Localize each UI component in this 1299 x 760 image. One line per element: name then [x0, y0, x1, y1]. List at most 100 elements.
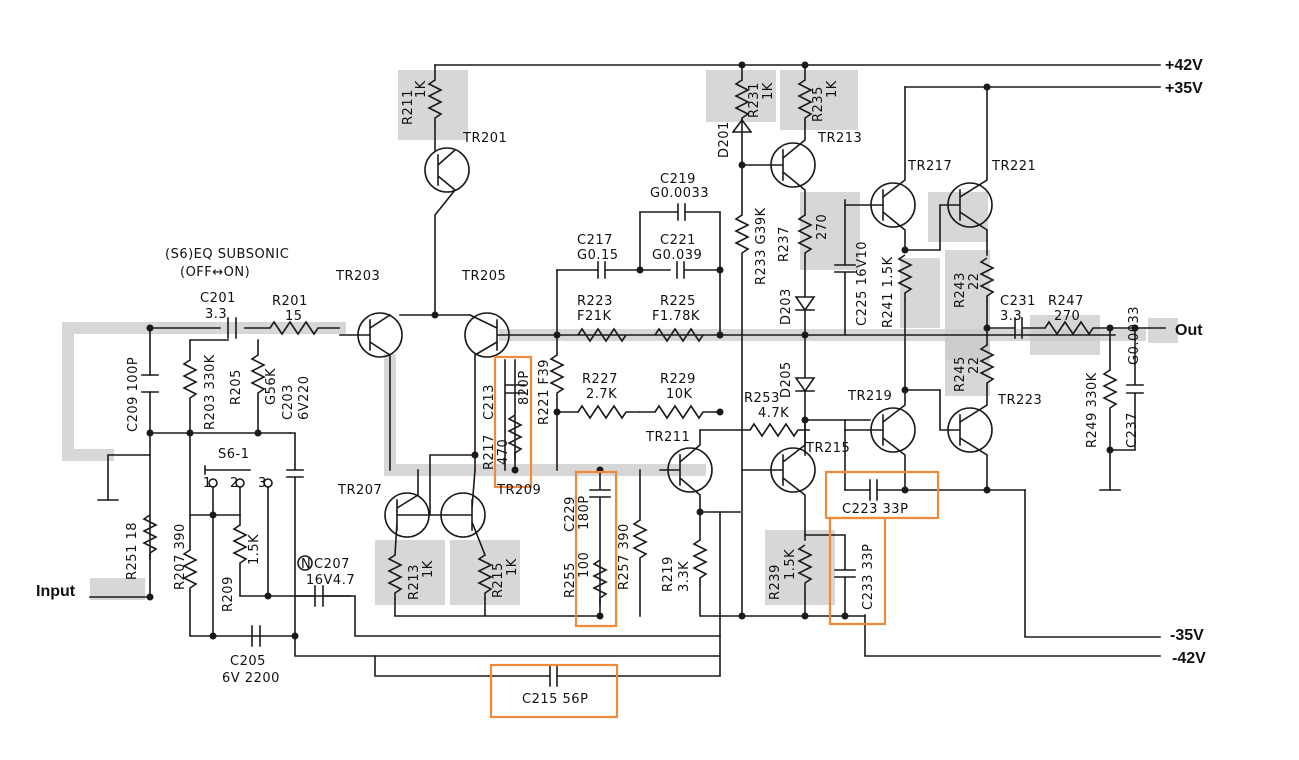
r201-label: R201 [272, 294, 308, 309]
highlight-c229-r255 [574, 470, 618, 628]
r211-label: R211 [401, 89, 416, 125]
r209-value: 1.5K [247, 534, 262, 565]
r253-label: R253 [744, 391, 780, 406]
r225-label: R225 [660, 294, 696, 309]
r239-value: 1.5K [783, 549, 798, 580]
r245-label: R245 [953, 356, 968, 392]
r213-value: 1K [421, 560, 436, 578]
r231-value: 1K [761, 82, 776, 100]
c231-value: 3.3 [1000, 309, 1022, 324]
r221-label: R221 F39 [537, 359, 552, 425]
rail-minus-42v-label: -42V [1172, 650, 1206, 667]
input-stage [89, 317, 721, 657]
tr215-label: TR215 [805, 441, 850, 456]
r255-value: 100 [577, 552, 592, 578]
r239-label: R239 [768, 564, 783, 600]
switch-name: S6-1 [218, 447, 250, 462]
r247-value: 270 [1054, 309, 1080, 324]
c213-label: C213 [482, 384, 497, 420]
r205-label: R205 [229, 369, 244, 405]
switch-pos2: 2 [230, 476, 239, 491]
c203-value: 6V220 [297, 376, 312, 420]
c215-label: C215 56P [522, 692, 588, 707]
r219-value: 3.3K [677, 561, 692, 592]
c229-label: C229 [563, 496, 578, 532]
output-label: Out [1175, 322, 1203, 339]
r215-value: 1K [505, 558, 520, 576]
c207-label: C207 [314, 557, 350, 572]
r207-label: R207 390 [173, 523, 188, 590]
highlight-c215 [489, 663, 619, 719]
c209-label: C209 100P [126, 357, 141, 432]
r247-label: R247 [1048, 294, 1084, 309]
r201-value: 15 [285, 309, 303, 324]
r253-value: 4.7K [758, 406, 789, 421]
tr221-label: TR221 [991, 159, 1036, 174]
c205-label: C205 [230, 654, 266, 669]
tr219-label: TR219 [847, 389, 892, 404]
power-rails: +42V +35V -35V -42V [434, 57, 1206, 667]
c219-value: G0.0033 [650, 186, 709, 201]
tr207-label: TR207 [337, 483, 382, 498]
r211-value: 1K [414, 80, 429, 98]
c223-label: C223 33P [842, 502, 908, 517]
r217-value: 470 [496, 439, 511, 465]
tr201-label: TR201 [462, 131, 507, 146]
tr217-label: TR217 [907, 159, 952, 174]
c237-label: C237 [1125, 412, 1140, 448]
r219-label: R219 [661, 556, 676, 592]
c229-value: 180P [577, 495, 592, 530]
r255-label: R255 [563, 562, 578, 598]
d205-label: D205 [779, 361, 794, 398]
r243-label: R243 [953, 272, 968, 308]
r227-value: 2.7K [586, 387, 617, 402]
c213-value: 820P [517, 370, 532, 405]
c207-marker: N [301, 557, 311, 572]
r217-label: R217 [482, 434, 497, 470]
switch-pos3: 3 [258, 476, 267, 491]
c237-value: G0.0033 [1127, 306, 1142, 365]
tr211-label: TR211 [645, 430, 690, 445]
r245-value: 22 [967, 356, 982, 374]
r215-label: R215 [491, 562, 506, 598]
tr223-label: TR223 [997, 393, 1042, 408]
r203-label: R203 330K [203, 354, 218, 430]
c221-label: C221 [660, 233, 696, 248]
labels: Input Out (S6)EQ SUBSONIC (OFF↔ON) S6-1 … [36, 80, 1203, 707]
switch-title-line2: (OFF↔ON) [180, 265, 250, 280]
r233-label: R233 G39K [754, 207, 769, 285]
r229-value: 10K [666, 387, 693, 402]
r251-label: R251 18 [125, 522, 140, 580]
r213-label: R213 [407, 564, 422, 600]
r257-label: R257 390 [617, 523, 632, 590]
switch-title-line1: (S6)EQ SUBSONIC [165, 247, 289, 262]
r223-value: F21K [577, 309, 612, 324]
r205-value: G56K [264, 368, 279, 405]
c217-label: C217 [577, 233, 613, 248]
tr205-label: TR205 [461, 269, 506, 284]
r237-label: R237 [777, 226, 792, 262]
r235-value: 1K [825, 80, 840, 98]
d201-label: D201 [717, 121, 732, 158]
r249-label: R249 330K [1085, 372, 1100, 448]
highlight-boxes [489, 355, 940, 719]
tr213-label: TR213 [817, 131, 862, 146]
c233-label: C233 33P [861, 544, 876, 610]
highlight-c233 [828, 516, 887, 626]
rail-minus-35v-label: -35V [1170, 627, 1204, 644]
output-stage [844, 86, 1166, 501]
switch-pos1: 1 [203, 476, 212, 491]
r225-value: F1.78K [652, 309, 700, 324]
c203-label: C203 [281, 384, 296, 420]
rail-plus-35v-label: +35V [1165, 80, 1203, 97]
tr203-label: TR203 [335, 269, 380, 284]
r229-label: R229 [660, 372, 696, 387]
rail-plus-42v-label: +42V [1165, 57, 1203, 74]
c205-value: 6V 2200 [222, 671, 280, 686]
c201-value: 3.3 [205, 307, 227, 322]
tr209-label: TR209 [496, 483, 541, 498]
c221-value: G0.039 [652, 248, 702, 263]
r209-label: R209 [221, 576, 236, 612]
bias-stage [731, 64, 871, 617]
